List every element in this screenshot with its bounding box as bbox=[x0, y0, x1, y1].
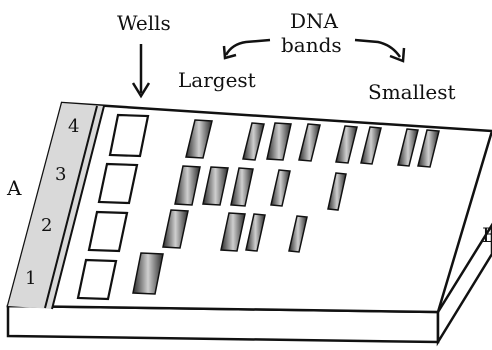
dna-band bbox=[298, 123, 321, 162]
lane-number-1: 1 bbox=[25, 268, 36, 289]
side-a-label: A bbox=[6, 176, 22, 200]
dna-band bbox=[132, 252, 164, 295]
dna-band bbox=[288, 215, 308, 253]
dna-band bbox=[417, 129, 440, 168]
well bbox=[87, 210, 129, 253]
wells-label: Wells bbox=[117, 11, 171, 35]
dna-band bbox=[266, 122, 292, 161]
wells-arrowhead-icon bbox=[131, 82, 151, 99]
well bbox=[97, 162, 139, 205]
dna-band bbox=[220, 212, 246, 252]
well bbox=[108, 113, 150, 158]
dna-band bbox=[185, 119, 213, 159]
largest-label: Largest bbox=[178, 68, 256, 92]
strip-divider-line bbox=[44, 105, 98, 309]
dna-band bbox=[245, 213, 266, 252]
dna-band bbox=[162, 209, 189, 249]
dna-band bbox=[270, 169, 291, 207]
largest-arrowhead-icon bbox=[222, 45, 237, 60]
label-arrows bbox=[131, 38, 406, 99]
dna-bands-group bbox=[132, 119, 440, 295]
smallest-arrow-icon bbox=[354, 38, 402, 58]
wells-group bbox=[76, 113, 150, 301]
smallest-arrowhead-icon bbox=[389, 47, 406, 63]
lane-number-4: 4 bbox=[68, 116, 79, 137]
gel-slab-right-side bbox=[436, 222, 492, 347]
lane-number-strip bbox=[8, 103, 104, 309]
lane-number-2: 2 bbox=[41, 215, 52, 236]
dna-band bbox=[335, 125, 358, 164]
dna-band bbox=[327, 172, 347, 211]
dna-band bbox=[202, 166, 229, 206]
smallest-label: Smallest bbox=[368, 80, 456, 104]
well bbox=[76, 258, 118, 301]
dna-band bbox=[360, 126, 382, 165]
bands-label: bands bbox=[281, 33, 342, 57]
dna-band bbox=[230, 167, 254, 207]
dna-band bbox=[242, 122, 265, 161]
dna-band bbox=[174, 165, 201, 206]
dna-label: DNA bbox=[290, 9, 339, 33]
strip-divider-line-2 bbox=[51, 105, 105, 310]
largest-arrow-icon bbox=[224, 38, 271, 56]
dna-band bbox=[397, 128, 419, 167]
lane-number-3: 3 bbox=[55, 164, 66, 185]
side-b-label: B bbox=[482, 223, 492, 247]
